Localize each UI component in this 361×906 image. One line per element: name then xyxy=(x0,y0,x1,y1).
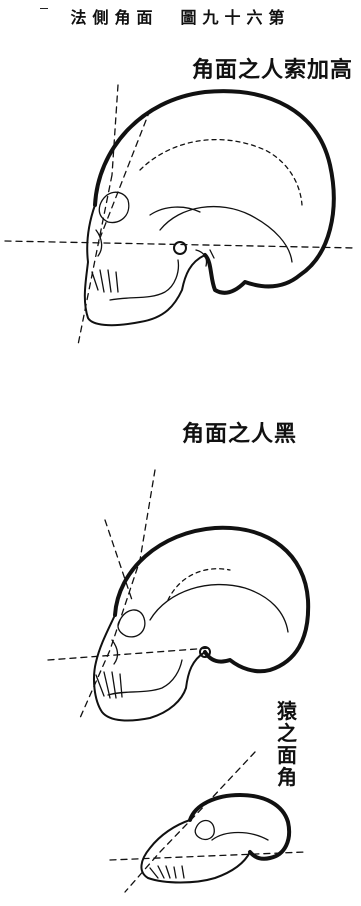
black-facial-line xyxy=(79,469,156,719)
black-inner-curve xyxy=(149,583,289,633)
dash-mark xyxy=(40,8,48,9)
black-horizontal-line xyxy=(47,647,211,661)
caucasian-jaw xyxy=(109,259,180,301)
ape-facial-angle-label: 猿之面角 xyxy=(277,699,297,789)
caucasian-nasal xyxy=(95,229,103,257)
black-nasal xyxy=(111,639,119,665)
caucasian-ear-opening xyxy=(173,241,187,255)
caucasian-horizontal-line xyxy=(4,240,357,249)
ape-horizontal-line xyxy=(109,851,306,861)
ape-facial-line xyxy=(124,751,256,893)
black-facial-angle-label: 角面之人黑 xyxy=(182,421,298,447)
black-temporal-line xyxy=(167,568,231,601)
black-skull xyxy=(47,469,311,722)
ape-cranium-outline xyxy=(188,793,291,861)
ape-face-outline xyxy=(140,819,251,884)
page-title: 法側角面 圖九十六第 xyxy=(70,8,291,27)
caucasian-teeth xyxy=(91,269,119,293)
black-cranium-outline xyxy=(113,525,311,674)
black-orbit xyxy=(117,609,146,638)
ape-teeth xyxy=(149,865,185,879)
black-upper-line xyxy=(104,519,133,601)
caucasian-temporal-line xyxy=(139,138,303,206)
black-ear-opening xyxy=(199,646,211,658)
caucasian-inner-curve xyxy=(159,205,293,263)
caucasian-facial-line xyxy=(77,84,119,346)
caucasian-skull xyxy=(4,84,357,346)
black-face-outline xyxy=(93,614,206,722)
caucasian-facial-angle-label: 角面之人索加高 xyxy=(191,57,353,83)
ape-inner-curve xyxy=(211,831,269,841)
caucasian-mastoid xyxy=(195,249,215,267)
black-jaw xyxy=(107,659,183,696)
caucasian-face-outline xyxy=(83,204,206,327)
ape-skull xyxy=(109,751,306,893)
caucasian-orbit xyxy=(98,191,130,224)
black-teeth xyxy=(95,671,123,699)
ape-orbit xyxy=(194,819,215,841)
caucasian-cranium-outline xyxy=(93,89,336,295)
caucasian-zygomatic xyxy=(149,206,201,216)
caucasian-upper-line xyxy=(99,109,151,239)
